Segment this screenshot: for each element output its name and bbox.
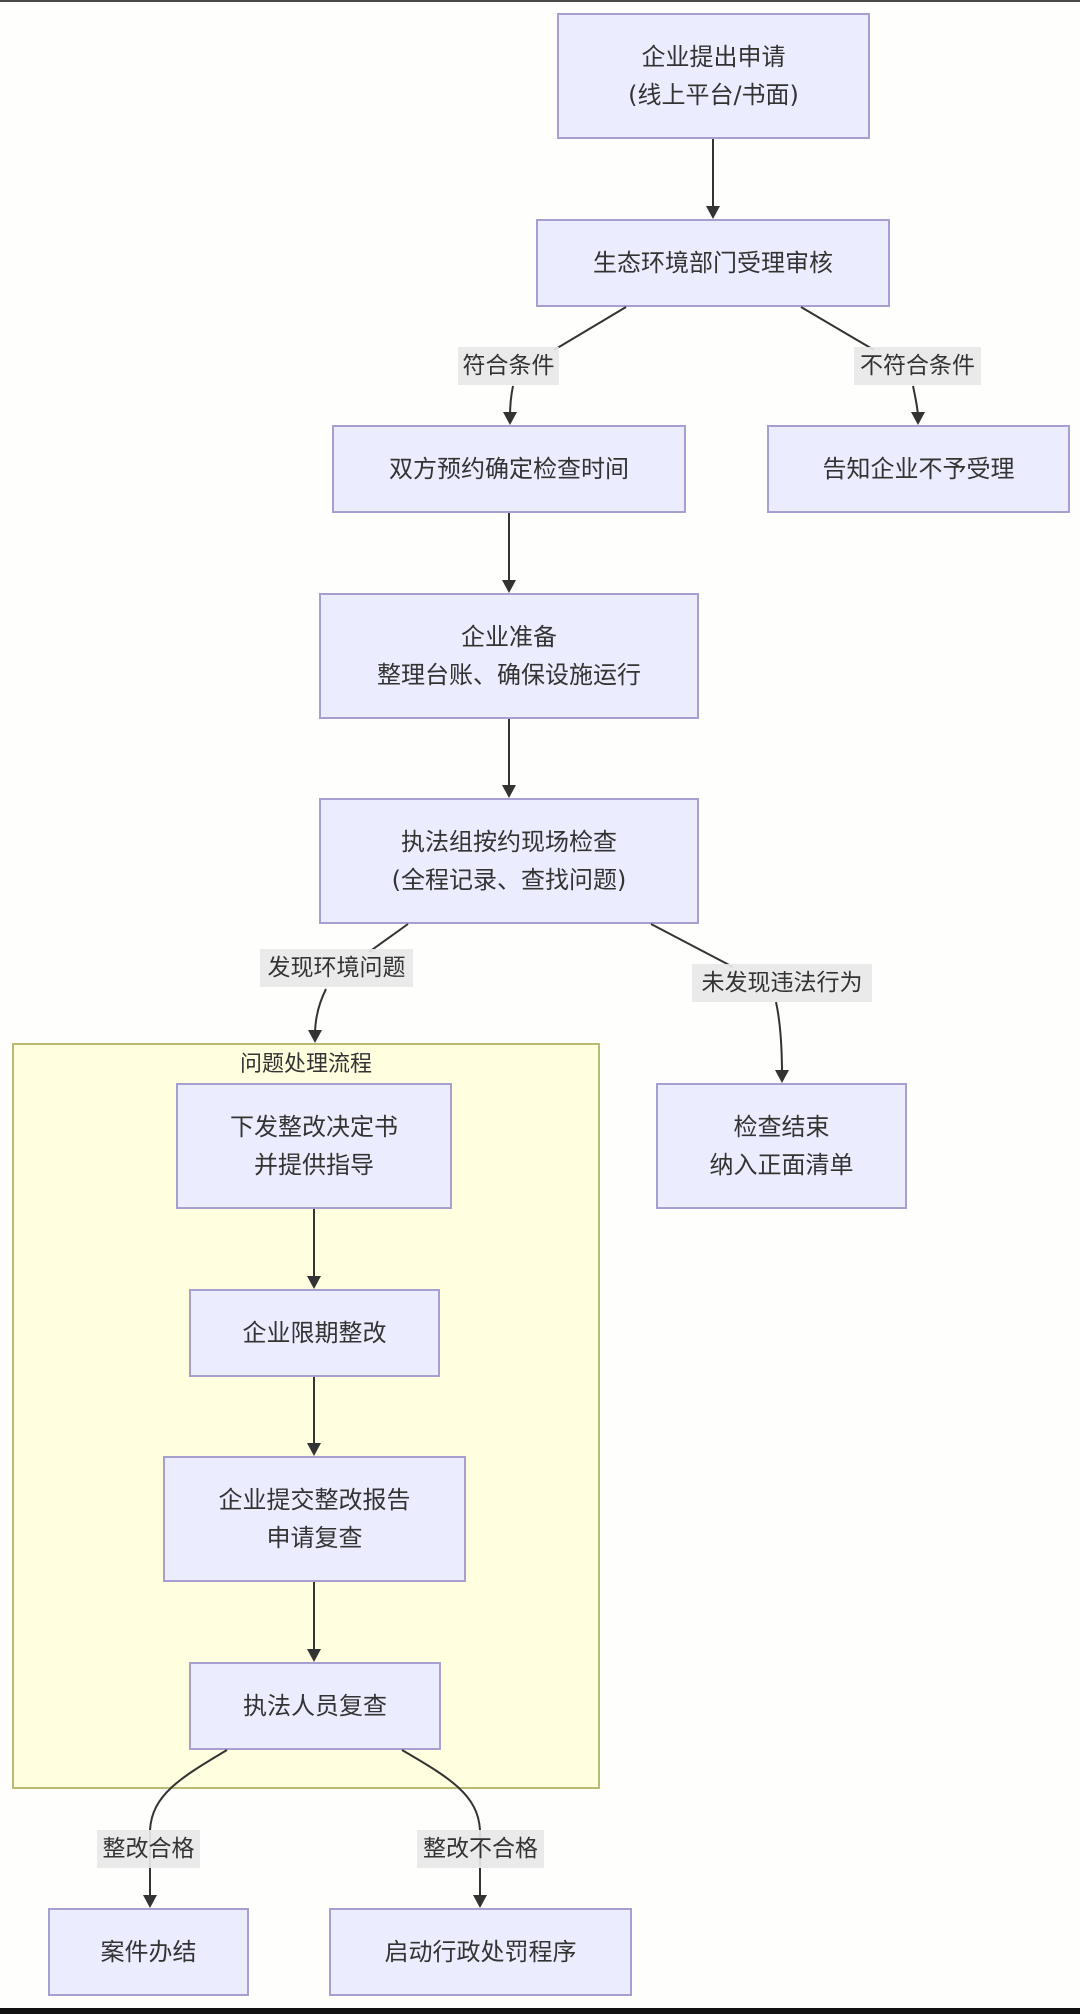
node-schedule-line-1: 双方预约确定检查时间 xyxy=(389,455,629,483)
node-rectify-line-1: 企业限期整改 xyxy=(242,1319,387,1347)
edge-label-ineligible: 不符合条件 xyxy=(854,347,981,385)
node-notice[interactable]: 下发整改决定书 并提供指导 xyxy=(176,1083,452,1209)
edge-label-no-violation: 未发现违法行为 xyxy=(692,964,872,1002)
node-penalty[interactable]: 启动行政处罚程序 xyxy=(329,1908,632,1996)
node-no-violation[interactable]: 检查结束 纳入正面清单 xyxy=(656,1083,907,1209)
node-apply-line-1: 企业提出申请 xyxy=(641,43,786,71)
node-penalty-line-1: 启动行政处罚程序 xyxy=(384,1938,577,1966)
arrowhead-icon xyxy=(502,580,516,593)
node-notice-line-2: 并提供指导 xyxy=(254,1151,374,1179)
node-report-line-2: 申请复查 xyxy=(266,1524,363,1552)
node-closed[interactable]: 案件办结 xyxy=(48,1908,249,1996)
arrowhead-icon xyxy=(502,785,516,798)
node-review-line-1: 生态环境部门受理审核 xyxy=(593,249,833,277)
node-recheck[interactable]: 执法人员复查 xyxy=(189,1662,441,1750)
node-rectify[interactable]: 企业限期整改 xyxy=(189,1289,440,1377)
edge-label-failed: 整改不合格 xyxy=(417,1830,544,1868)
node-notice-line-1: 下发整改决定书 xyxy=(230,1113,398,1141)
arrowhead-icon xyxy=(143,1895,157,1908)
node-prepare-line-2: 整理台账、确保设施运行 xyxy=(377,661,641,689)
arrowhead-icon xyxy=(775,1070,789,1083)
edge-label-passed: 整改合格 xyxy=(97,1830,200,1868)
node-no-violation-line-1: 检查结束 xyxy=(733,1113,830,1141)
node-schedule[interactable]: 双方预约确定检查时间 xyxy=(332,425,686,513)
node-no-violation-line-2: 纳入正面清单 xyxy=(709,1151,854,1179)
node-reject-line-1: 告知企业不予受理 xyxy=(822,455,1015,483)
arrowhead-icon xyxy=(706,206,720,219)
node-review[interactable]: 生态环境部门受理审核 xyxy=(536,219,890,307)
node-recheck-line-1: 执法人员复查 xyxy=(243,1692,387,1720)
arrowhead-icon xyxy=(473,1895,487,1908)
top-border xyxy=(0,0,1080,2)
node-report[interactable]: 企业提交整改报告 申请复查 xyxy=(163,1456,466,1582)
node-inspect-line-2: (全程记录、查找问题) xyxy=(391,866,627,894)
edge-label-eligible: 符合条件 xyxy=(458,347,559,385)
arrowhead-icon xyxy=(911,412,925,425)
edge-label-problem-found: 发现环境问题 xyxy=(260,949,413,987)
node-apply[interactable]: 企业提出申请 (线上平台/书面) xyxy=(557,13,870,139)
arrowhead-icon xyxy=(308,1030,322,1043)
node-prepare-line-1: 企业准备 xyxy=(461,623,557,651)
node-closed-line-1: 案件办结 xyxy=(100,1938,197,1966)
node-inspect[interactable]: 执法组按约现场检查 (全程记录、查找问题) xyxy=(319,798,699,924)
node-inspect-line-1: 执法组按约现场检查 xyxy=(401,828,617,856)
node-prepare[interactable]: 企业准备 整理台账、确保设施运行 xyxy=(319,593,699,719)
arrowhead-icon xyxy=(503,412,517,425)
node-apply-line-2: (线上平台/书面) xyxy=(628,81,799,109)
node-reject[interactable]: 告知企业不予受理 xyxy=(767,425,1070,513)
subgraph-title: 问题处理流程 xyxy=(239,1052,372,1077)
bottom-border xyxy=(0,2008,1080,2014)
node-report-line-1: 企业提交整改报告 xyxy=(218,1486,411,1514)
